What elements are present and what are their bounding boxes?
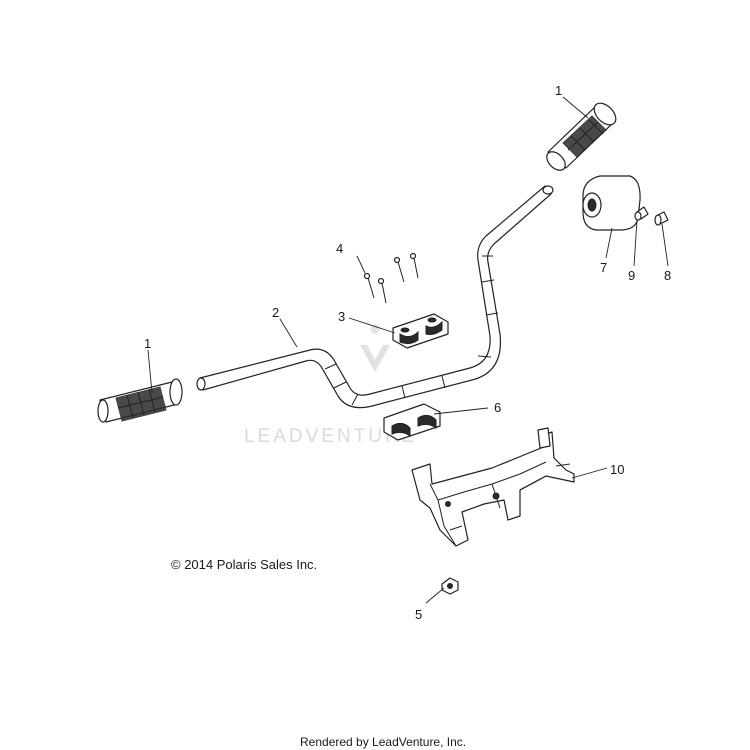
small-plug (654, 211, 669, 226)
callouts: 1 1 2 3 4 5 6 7 8 9 10 (144, 83, 671, 622)
left-grip (97, 378, 183, 423)
leadventure-watermark: LEADVENTURE (244, 324, 417, 447)
callout-grip-right: 1 (555, 83, 562, 98)
right-grip (546, 102, 617, 171)
callout-grip-left: 1 (144, 336, 151, 351)
callout-bolts: 4 (336, 241, 343, 256)
leader-lines (147, 96, 669, 604)
callout-clamp-upper: 3 (338, 309, 345, 324)
switch-housing (582, 175, 641, 231)
mounting-bracket (411, 427, 575, 547)
callout-switch-housing: 7 (600, 260, 607, 275)
callout-clamp-lower: 6 (494, 400, 501, 415)
callout-handlebar: 2 (272, 305, 279, 320)
nut (441, 577, 459, 595)
clamp-bolts (363, 252, 419, 304)
watermark-text: LEADVENTURE (244, 426, 417, 447)
upper-clamp (392, 313, 449, 349)
callout-screw-small: 9 (628, 268, 635, 283)
callout-plug-small: 8 (664, 268, 671, 283)
callout-bracket: 10 (610, 462, 624, 477)
copyright-text: © 2014 Polaris Sales Inc. (171, 557, 317, 572)
lower-clamp (383, 403, 441, 441)
footer-text: Rendered by LeadVenture, Inc. (300, 735, 466, 749)
callout-nut: 5 (415, 607, 422, 622)
handlebar (196, 185, 554, 409)
small-screw (634, 206, 649, 221)
